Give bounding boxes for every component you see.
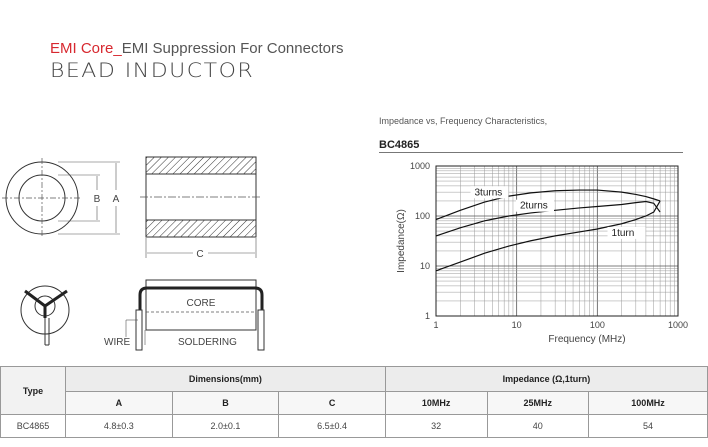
impedance-header: Impedance (Ω,1turn) (384, 366, 708, 392)
core-label: CORE (187, 298, 216, 309)
col-10mhz-header: 10MHz (384, 391, 488, 415)
dimension-lines: B A (58, 161, 120, 235)
x-tick-label: 100 (590, 320, 605, 330)
chart-ticks: 1 10 100 1000 1 10 100 1000 (410, 161, 688, 330)
wired-side-view: CORE WIRE SOLDERING (104, 279, 265, 351)
col-100mhz-header: 100MHz (588, 391, 708, 415)
page-title: EMI Core_EMI Suppression For Connectors (50, 40, 343, 57)
dimension-c: C (145, 238, 257, 260)
cell-100mhz: 54 (588, 414, 708, 438)
wired-end-view (20, 285, 70, 346)
y-tick-label: 1000 (410, 161, 430, 171)
product-name: BEAD INDUCTOR (50, 60, 255, 83)
series-label-2turns: 2turns (520, 201, 548, 212)
category-description: EMI Suppression For Connectors (121, 40, 344, 57)
plot-frame (435, 165, 679, 317)
cell-a: 4.8±0.3 (65, 414, 173, 438)
soldering-label: SOLDERING (178, 337, 237, 348)
dimension-drawing: B A C CORE WIRE SOLDERING (2, 156, 265, 351)
chart-title-rule (379, 152, 683, 153)
series-label-bg (607, 226, 646, 239)
x-axis-label: Frequency (MHz) (548, 334, 625, 345)
x-tick-label: 1 (433, 320, 438, 330)
core-side-section (140, 156, 262, 238)
core-end-view (2, 158, 82, 238)
series-line-2turns (435, 200, 661, 237)
dimensions-header: Dimensions(mm) (65, 366, 386, 392)
x-tick-label: 10 (512, 320, 522, 330)
type-header: Type (0, 366, 66, 415)
series-line-1turn (435, 200, 661, 272)
spec-table: Type Dimensions(mm) Impedance (Ω,1turn) … (0, 366, 708, 438)
dimension-a-label: A (113, 194, 120, 205)
chart-series: 3turns 2turns 1turn (435, 186, 661, 272)
category-label: EMI Core_ (50, 40, 122, 57)
cell-b: 2.0±0.1 (171, 414, 280, 438)
y-tick-label: 1 (425, 311, 430, 321)
cell-type: BC4865 (0, 414, 66, 438)
table-row: BC4865 4.8±0.3 2.0±0.1 6.5±0.4 32 40 54 (0, 414, 708, 438)
y-tick-label: 10 (420, 261, 430, 271)
col-c-header: C (278, 391, 386, 415)
impedance-chart: 3turns 2turns 1turn 1 10 100 1000 1 10 100 1000 F… (396, 161, 688, 345)
col-b-header: B (171, 391, 280, 415)
table-subheader-row: A B C 10MHz 25MHz 100MHz (1, 391, 708, 415)
y-tick-label: 100 (415, 211, 430, 221)
chart-caption: Impedance vs, Frequency Characteristics, (379, 116, 548, 126)
x-tick-label: 1000 (668, 320, 688, 330)
series-line-3turns (435, 189, 661, 221)
table-header-row: Type Dimensions(mm) Impedance (Ω,1turn) (0, 366, 708, 415)
col-a-header: A (65, 391, 173, 415)
dimension-c-label: C (196, 249, 203, 260)
series-label-bg (470, 186, 509, 199)
series-label-3turns: 3turns (474, 187, 502, 198)
cell-25mhz: 40 (486, 414, 590, 438)
chart-model-label: BC4865 (379, 139, 420, 151)
y-axis-label: Impedance(Ω) (396, 209, 407, 273)
series-label-bg (516, 199, 555, 212)
col-25mhz-header: 25MHz (486, 391, 590, 415)
dimension-b-label: B (94, 194, 101, 205)
series-label-1turn: 1turn (612, 228, 635, 239)
cell-10mhz: 32 (384, 414, 488, 438)
cell-c: 6.5±0.4 (278, 414, 386, 438)
wire-label: WIRE (104, 337, 130, 348)
